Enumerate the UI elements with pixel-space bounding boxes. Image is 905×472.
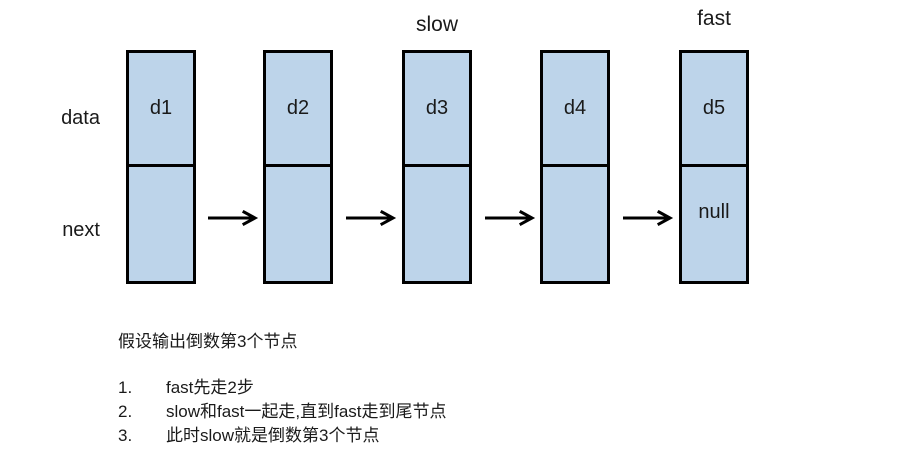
notes-list-item: 1. fast先走2步 (118, 376, 758, 400)
list-node: d2 (263, 50, 333, 284)
list-node: d3 (402, 50, 472, 284)
node-next-cell (266, 167, 330, 281)
row-label-next: next (62, 219, 100, 241)
node-next-cell (543, 167, 607, 281)
notes-item-number: 1. (118, 378, 133, 397)
notes-item-text: slow和fast一起走,直到fast走到尾节点 (166, 402, 447, 421)
node-data-cell: d5 (682, 53, 746, 167)
node-next-cell: null (682, 167, 746, 281)
next-pointer-arrow-icon (346, 209, 397, 227)
notes-heading: 假设输出倒数第3个节点 (118, 332, 298, 351)
node-next-cell (405, 167, 469, 281)
node-data-cell: d2 (266, 53, 330, 167)
node-data-cell: d1 (129, 53, 193, 167)
next-pointer-arrow-icon (208, 209, 259, 227)
notes-list-item: 3. 此时slow就是倒数第3个节点 (118, 424, 758, 448)
notes-list-item: 2. slow和fast一起走,直到fast走到尾节点 (118, 400, 758, 424)
notes-item-number: 3. (118, 426, 133, 445)
notes-item-text: 此时slow就是倒数第3个节点 (166, 426, 380, 445)
node-next-cell (129, 167, 193, 281)
list-node: d4 (540, 50, 610, 284)
notes-list: 1. fast先走2步 2. slow和fast一起走,直到fast走到尾节点 … (118, 376, 758, 448)
node-data-cell: d4 (543, 53, 607, 167)
list-node: d5 null (679, 50, 749, 284)
pointer-label-slow: slow (415, 13, 458, 36)
notes-item-text: fast先走2步 (166, 378, 254, 397)
next-pointer-arrow-icon (485, 209, 536, 227)
row-label-data: data (61, 107, 100, 129)
notes-item-number: 2. (118, 402, 133, 421)
next-pointer-arrow-icon (623, 209, 674, 227)
node-data-cell: d3 (405, 53, 469, 167)
list-node: d1 (126, 50, 196, 284)
pointer-label-fast: fast (697, 7, 731, 30)
notes-block: 假设输出倒数第3个节点 1. fast先走2步 2. slow和fast一起走,… (118, 330, 758, 448)
